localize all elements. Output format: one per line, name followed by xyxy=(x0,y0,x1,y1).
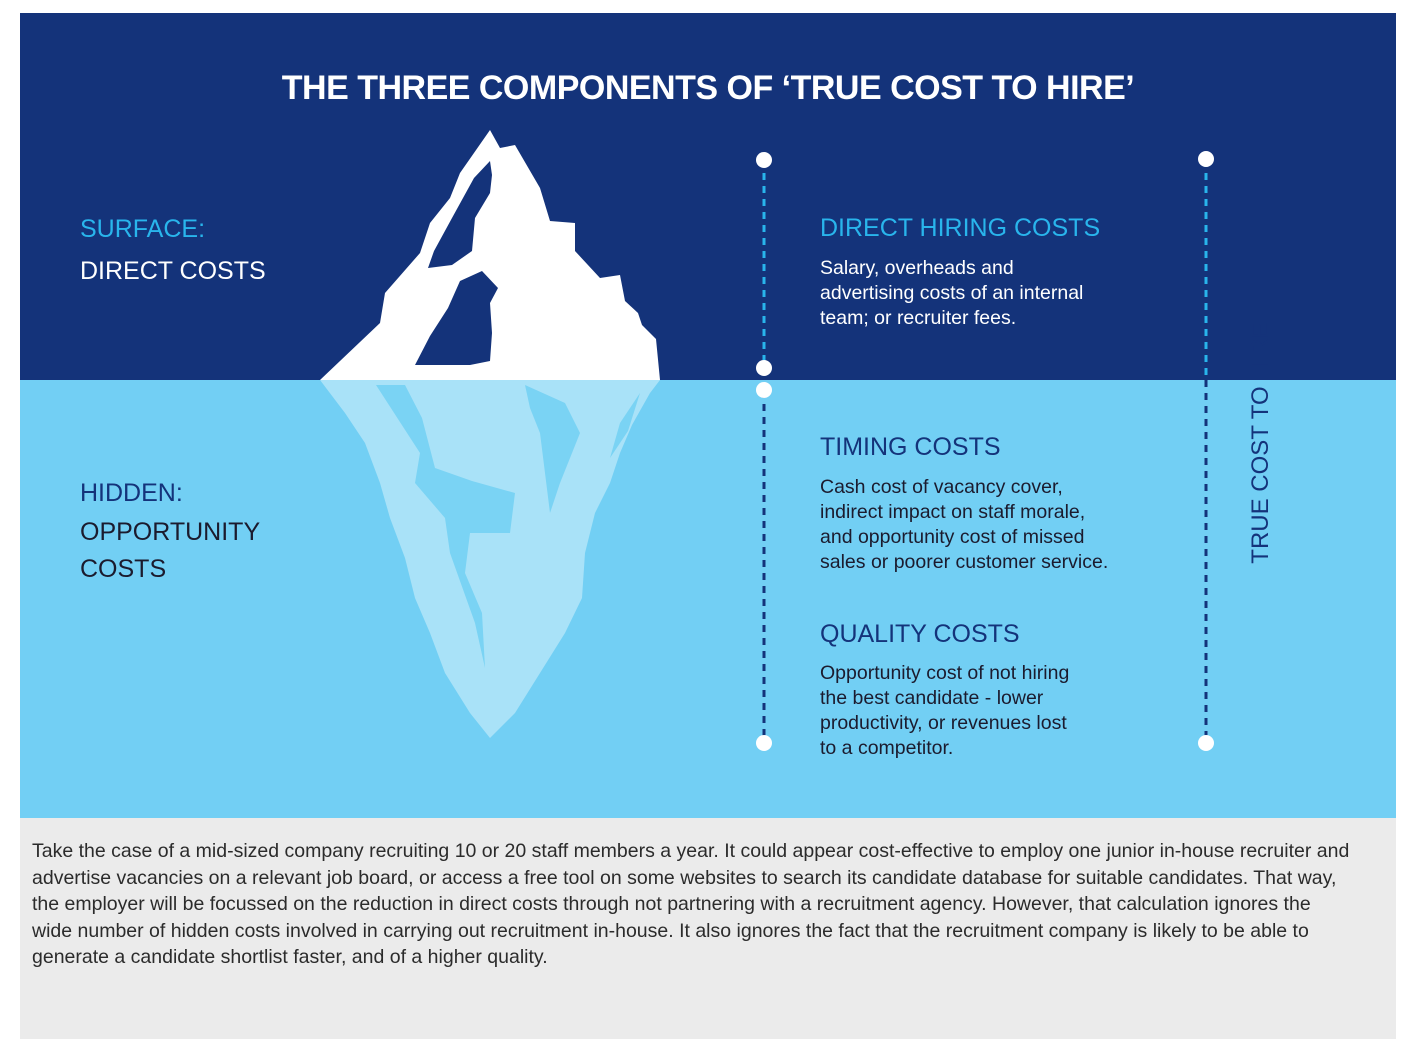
footer-paragraph: Take the case of a mid-sized company rec… xyxy=(32,840,1350,968)
infographic: THE THREE COMPONENTS OF ‘TRUE COST TO HI… xyxy=(20,13,1396,1039)
direct-costs-line: Salary, overheads and xyxy=(820,257,1014,279)
iceberg-crevasse-upper xyxy=(428,161,492,268)
quality-costs-line: the best candidate - lower xyxy=(820,687,1044,709)
iceberg-underwater-shade-2 xyxy=(525,385,580,513)
quality-costs-line: to a competitor. xyxy=(820,737,954,759)
timing-costs-line: and opportunity cost of missed xyxy=(820,526,1085,548)
true-cost-to-hire-label: TRUE COST TO HIRE xyxy=(1247,322,1274,564)
iceberg-underwater xyxy=(320,380,660,738)
direct-costs-line: team; or recruiter fees. xyxy=(820,307,1017,329)
iceberg-diagram xyxy=(320,130,1214,751)
timeline-direct-start-dot xyxy=(756,152,772,168)
timing-costs-heading: TIMING COSTS xyxy=(820,433,1001,461)
hidden-section xyxy=(20,380,1396,818)
footer-section xyxy=(20,818,1396,1039)
surface-value: DIRECT COSTS xyxy=(80,257,266,285)
hidden-label: HIDDEN: xyxy=(80,479,183,507)
timing-costs-description: Cash cost of vacancy cover, indirect imp… xyxy=(820,475,1108,575)
hidden-value-line-2: COSTS xyxy=(80,555,167,583)
direct-costs-heading: DIRECT HIRING COSTS xyxy=(820,214,1101,242)
infographic-title: THE THREE COMPONENTS OF ‘TRUE COST TO HI… xyxy=(281,69,1135,107)
direct-costs-description: Salary, overheads and advertising costs … xyxy=(820,256,1083,331)
iceberg-crevasse-lower xyxy=(415,271,498,365)
quality-costs-description: Opportunity cost of not hiring the best … xyxy=(820,661,1069,761)
timeline-hidden-start-dot xyxy=(756,382,772,398)
iceberg-underwater-shade xyxy=(376,385,515,668)
quality-costs-line: Opportunity cost of not hiring xyxy=(820,662,1070,684)
hidden-value-line-1: OPPORTUNITY xyxy=(80,518,261,546)
timeline-true-cost-start-dot xyxy=(1198,151,1214,167)
timeline-direct-end-dot xyxy=(756,360,772,376)
quality-costs-line: productivity, or revenues lost xyxy=(820,712,1067,734)
timeline-true-cost-end-dot xyxy=(1198,735,1214,751)
timing-costs-line: Cash cost of vacancy cover, xyxy=(820,476,1063,498)
iceberg-tip xyxy=(320,130,660,380)
direct-costs-line: advertising costs of an internal xyxy=(820,282,1084,304)
quality-costs-heading: QUALITY COSTS xyxy=(820,620,1020,648)
surface-label: SURFACE: xyxy=(80,215,206,243)
timeline-hidden-end-dot xyxy=(756,735,772,751)
surface-section xyxy=(20,13,1396,380)
iceberg-underwater-shade-3 xyxy=(610,393,640,458)
timing-costs-line: sales or poorer customer service. xyxy=(820,551,1109,573)
timing-costs-line: indirect impact on staff morale, xyxy=(820,501,1086,523)
